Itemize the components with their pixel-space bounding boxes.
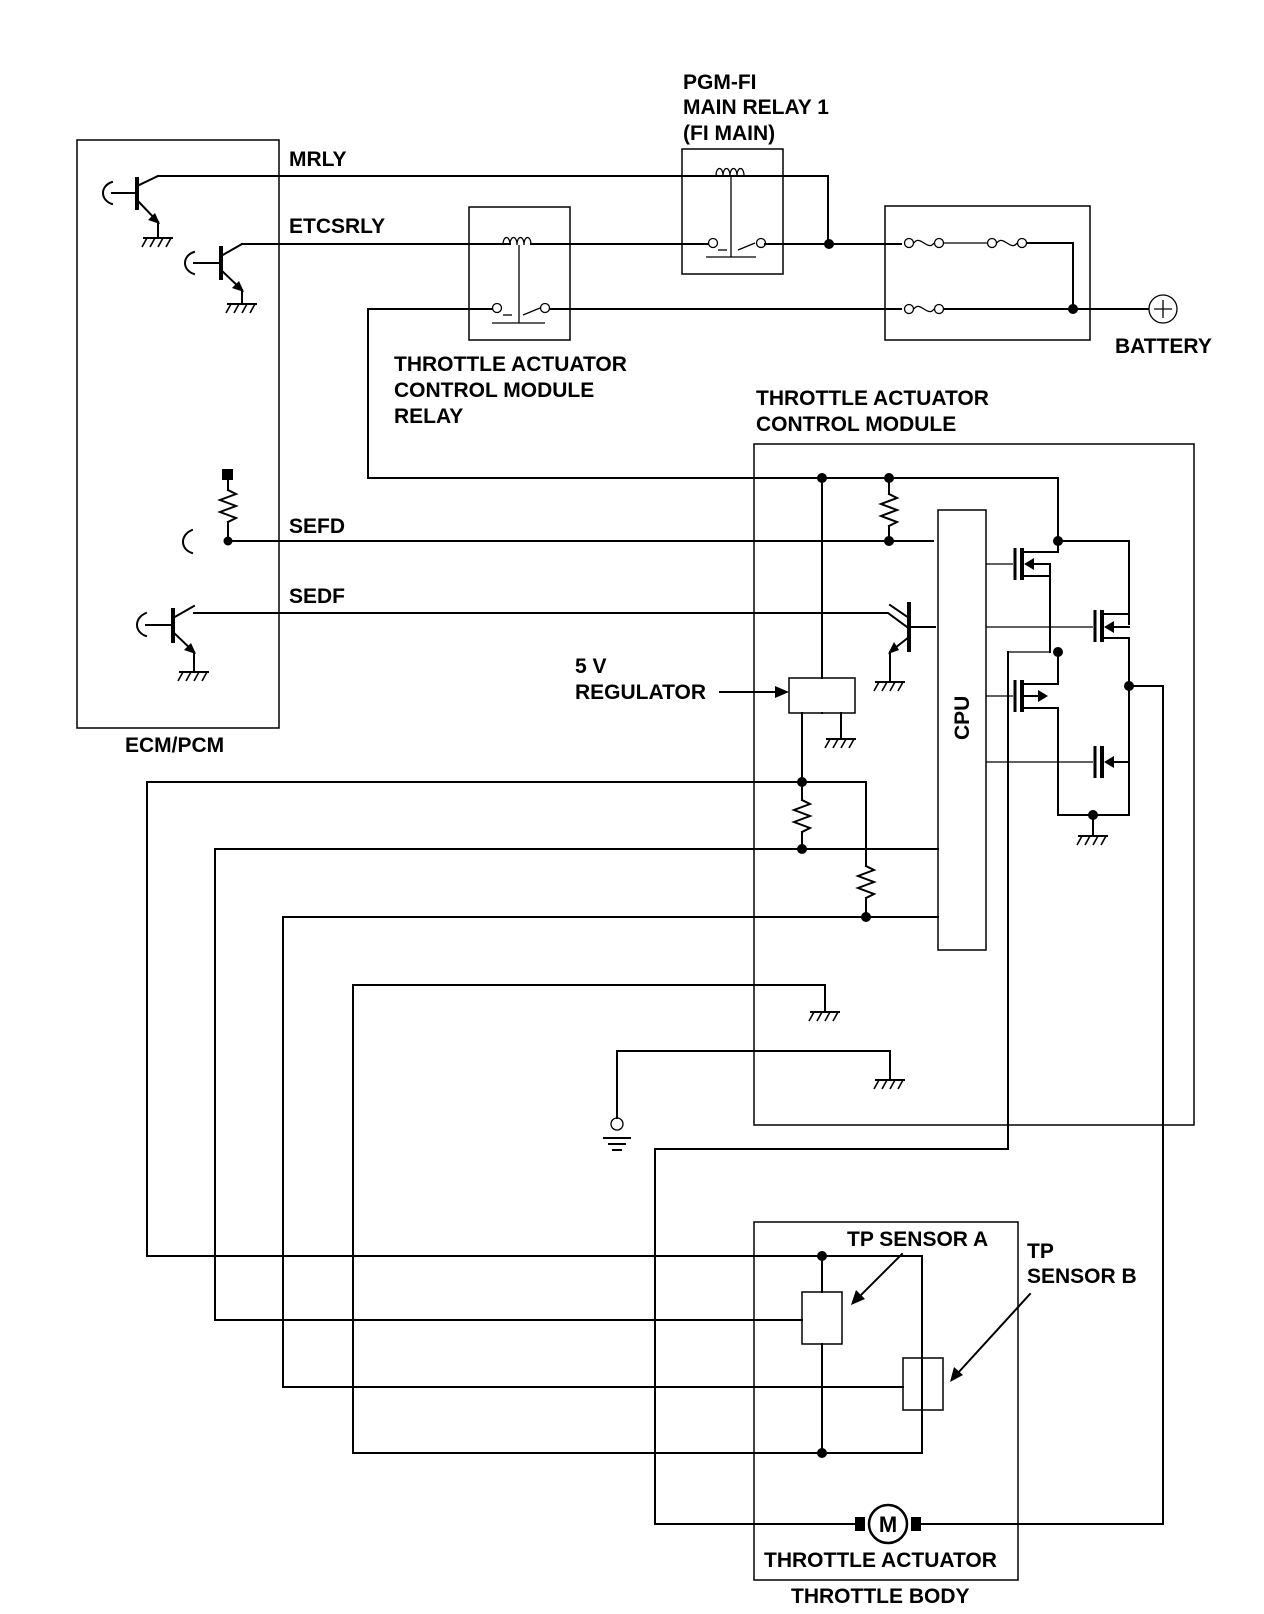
cpu: CPU (937, 509, 987, 951)
mrly-wire (157, 175, 829, 244)
throttle-body-box (753, 1221, 1019, 1581)
svg-text:THROTTLE ACTUATOR: THROTTLE ACTUATOR (394, 353, 627, 376)
motor-symbol-label: M (879, 1512, 897, 1537)
etcsrly-label: ETCSRLY (289, 215, 385, 238)
mrly-label: MRLY (289, 148, 347, 171)
tacm-relay: THROTTLE ACTUATOR CONTROL MODULE RELAY (394, 206, 627, 428)
ecm-pcm-label: ECM/PCM (125, 734, 224, 757)
etcsrly-transistor (184, 242, 258, 314)
svg-text:MAIN RELAY 1: MAIN RELAY 1 (683, 96, 829, 119)
tacm-box (753, 443, 1195, 1126)
cpu-label: CPU (951, 696, 974, 740)
tp-sensor-b-label-line1: TP (1027, 1240, 1054, 1263)
pgm-fi-main-relay: PGM-FI MAIN RELAY 1 (FI MAIN) (681, 71, 829, 275)
motor-wire-b (912, 685, 1164, 1525)
svg-text:CONTROL MODULE: CONTROL MODULE (394, 379, 594, 402)
tp-sensor-a-label: TP SENSOR A (847, 1228, 988, 1251)
throttle-body-label: THROTTLE BODY (791, 1585, 970, 1608)
battery-label: BATTERY (1115, 335, 1212, 358)
svg-text:(FI MAIN): (FI MAIN) (683, 122, 775, 145)
throttle-actuator-motor: M (855, 1503, 921, 1545)
tacm-relay-output-wire (367, 308, 1059, 542)
battery-terminal (1148, 294, 1178, 324)
tp-sensor-b-label-line2: SENSOR B (1027, 1265, 1137, 1288)
tacm-label-line1: THROTTLE ACTUATOR (756, 387, 989, 410)
regulator-label-line2: REGULATOR (575, 681, 706, 704)
motor-wire-a (654, 651, 1009, 1525)
sedf-label: SEDF (289, 585, 345, 608)
tacm-sedf-transistor (873, 602, 936, 692)
h-bridge (986, 536, 1134, 846)
sefd-label: SEFD (289, 515, 345, 538)
body-ground-symbol (603, 1117, 631, 1151)
throttle-actuator-label: THROTTLE ACTUATOR (764, 1549, 997, 1572)
5v-regulator (788, 677, 857, 783)
tp-sensor-b (902, 1357, 944, 1411)
mrly-transistor (102, 174, 174, 248)
svg-text:PGM-FI: PGM-FI (683, 71, 757, 94)
sedf-wire (193, 612, 909, 629)
sedf-transistor (136, 604, 210, 682)
svg-text:RELAY: RELAY (394, 405, 463, 428)
tp-sensor-a (801, 1291, 843, 1345)
regulator-label-line1: 5 V (575, 655, 607, 678)
ecm-pcm-box (76, 139, 280, 729)
fuse-block (884, 205, 1091, 341)
tacm-label-line2: CONTROL MODULE (756, 413, 956, 436)
